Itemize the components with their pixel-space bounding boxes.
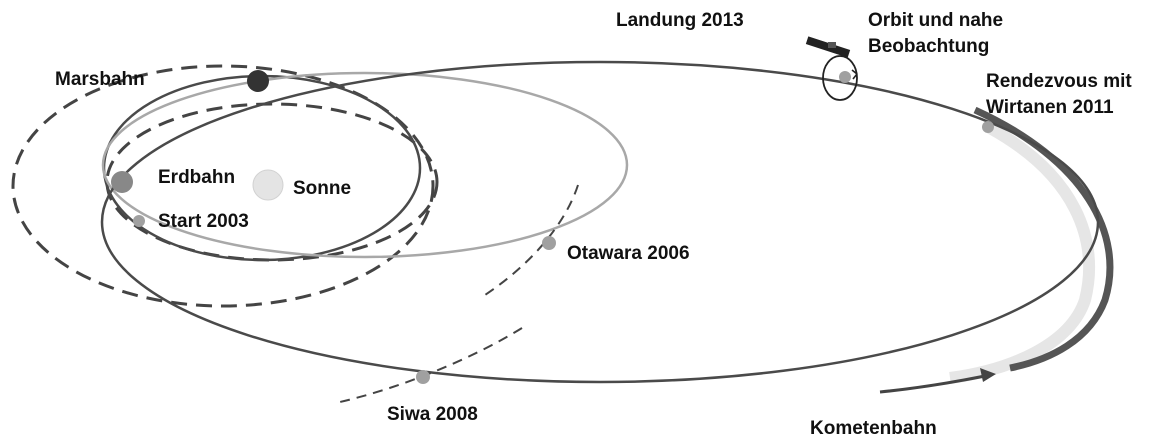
label-orbit-line1: Orbit und nahe (868, 10, 1003, 31)
siwa-dashed-arc (339, 327, 523, 403)
rendezvous-marker (982, 121, 994, 133)
sun (252, 169, 284, 201)
label-rendezvous-line1: Rendezvous mit (986, 71, 1132, 92)
label-start: Start 2003 (158, 211, 249, 232)
label-siwa: Siwa 2008 (387, 404, 478, 425)
spacecraft-loop-light (101, 71, 629, 259)
otawara-marker (542, 236, 556, 250)
label-kometenbahn: Kometenbahn (810, 418, 937, 439)
spacecraft-icon (805, 36, 858, 101)
label-landung: Landung 2013 (616, 10, 744, 31)
label-orbit-line2: Beobachtung (868, 36, 989, 57)
mars-orbit (11, 64, 435, 308)
comet-orbit (100, 60, 1100, 384)
label-otawara: Otawara 2006 (567, 243, 690, 264)
landing-marker (839, 71, 851, 83)
direction-arrow-icon (879, 368, 996, 394)
label-sonne: Sonne (293, 178, 351, 199)
earth-planet (111, 171, 133, 193)
label-erdbahn: Erdbahn (158, 167, 235, 188)
label-rendezvous-line2: Wirtanen 2011 (986, 97, 1114, 118)
start-marker (133, 215, 145, 227)
earth-orbit (105, 102, 439, 262)
otawara-dashed-arc (484, 184, 579, 296)
label-marsbahn: Marsbahn (55, 69, 145, 90)
comet-orbit-light-band (949, 122, 1096, 384)
mars-planet (247, 70, 269, 92)
comet-orbit-dark-band (973, 106, 1114, 372)
siwa-marker (416, 370, 430, 384)
